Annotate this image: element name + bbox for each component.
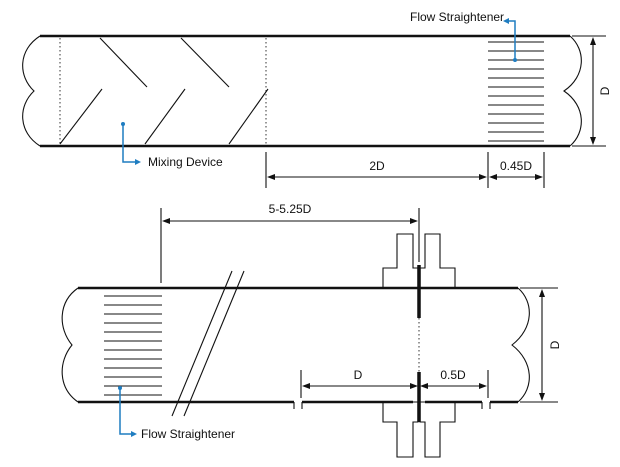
bottom-dimension-d-05d: D 0.5D [300, 368, 489, 398]
bottom-pipe [61, 286, 530, 409]
mixing-device-leader [122, 124, 136, 163]
mixing-vane [228, 88, 269, 145]
top-mixing-device [59, 37, 269, 145]
mixing-device-arrow [135, 159, 141, 165]
dim-05d-label: 0.5D [440, 368, 466, 382]
top-flow-straightener-callout: Flow Straightener [410, 10, 517, 62]
top-flow-straightener-arrow [503, 18, 509, 24]
dim-5-525d-label: 5-5.25D [269, 202, 312, 216]
top-pipe-left-break [22, 35, 41, 147]
upper-flange-left [382, 233, 419, 289]
top-flow-straightener [488, 41, 544, 142]
lower-flange-left [382, 401, 419, 458]
mixing-device-label: Mixing Device [148, 155, 223, 169]
mixing-vane [99, 37, 148, 88]
upper-flange-right [419, 233, 456, 289]
bottom-flow-straightener-arrow [131, 431, 137, 437]
orifice-flange-assembly [382, 233, 456, 458]
mixing-vane [59, 88, 103, 145]
pipe-cut-lines [171, 270, 245, 417]
top-pipe-right-break [563, 35, 582, 147]
top-pipe [22, 34, 582, 148]
mixing-device-callout: Mixing Device [121, 122, 223, 169]
mixing-vane [144, 88, 186, 145]
bottom-flow-straightener-callout: Flow Straightener [118, 386, 235, 441]
top-dim-d-label: D [598, 86, 612, 95]
dim-045d-label: 0.45D [500, 159, 532, 173]
top-dimension-2d-045d: 2D 0.45D [265, 152, 545, 188]
lower-flange-right [419, 401, 456, 458]
bottom-flow-straightener-leader [119, 388, 132, 435]
bottom-flow-straightener-label: Flow Straightener [141, 427, 235, 441]
top-dimension-d: D [572, 35, 612, 147]
bottom-dim-d-label: D [548, 340, 562, 349]
top-flow-straightener-leader [508, 20, 516, 60]
mixing-vane [180, 37, 230, 88]
bottom-span-dimension: 5-5.25D [160, 202, 420, 283]
dim-2d-label: 2D [369, 159, 385, 173]
bottom-flow-straightener [104, 295, 162, 396]
bottom-pipe-left-break [61, 287, 79, 403]
bottom-dimension-d: D [520, 287, 562, 403]
bottom-pipe-right-break [511, 287, 530, 403]
dim-d-lower-label: D [354, 368, 363, 382]
top-flow-straightener-label: Flow Straightener [410, 10, 504, 24]
